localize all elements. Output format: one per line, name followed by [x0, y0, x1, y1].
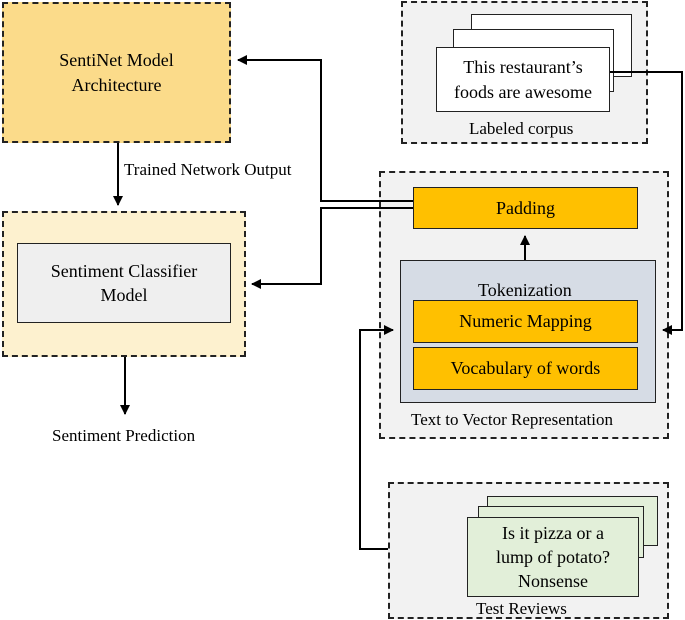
test-doc-line1: Is it pizza or a	[502, 522, 604, 543]
padding-box: Padding	[413, 187, 638, 229]
corpus-doc-line1: This restaurant’s	[463, 57, 583, 78]
corpus-doc-line2: foods are awesome	[454, 81, 592, 102]
test-doc-line3: Nonsense	[517, 571, 588, 592]
numeric-mapping-box: Numeric Mapping	[413, 300, 638, 343]
classifier-label-line1: Sentiment Classifier	[50, 260, 198, 281]
numeric-mapping-label: Numeric Mapping	[459, 311, 592, 332]
trained-output-label: Trained Network Output	[124, 160, 292, 179]
vocabulary-box: Vocabulary of words	[413, 347, 638, 390]
architecture-label-line2: Architecture	[71, 74, 162, 95]
corpus-doc-front: This restaurant’s foods are awesome	[436, 47, 610, 112]
labeled-corpus-caption: Labeled corpus	[469, 119, 574, 138]
text-to-vector-caption: Text to Vector Representation	[411, 410, 613, 429]
test-reviews-caption: Test Reviews	[476, 599, 567, 618]
tokenization-label: Tokenization	[478, 280, 572, 300]
architecture-label-line1: SentiNet Model	[59, 50, 174, 71]
classifier-box: Sentiment Classifier Model	[17, 243, 231, 323]
classifier-label-line2: Model	[100, 285, 148, 305]
vocabulary-label: Vocabulary of words	[450, 358, 601, 379]
prediction-label: Sentiment Prediction	[52, 426, 196, 445]
test-doc-front: Is it pizza or a lump of potato? Nonsens…	[467, 517, 639, 597]
padding-label: Padding	[495, 197, 555, 218]
architecture-box: SentiNet Model Architecture	[2, 2, 231, 143]
test-doc-line2: lump of potato?	[496, 546, 610, 567]
